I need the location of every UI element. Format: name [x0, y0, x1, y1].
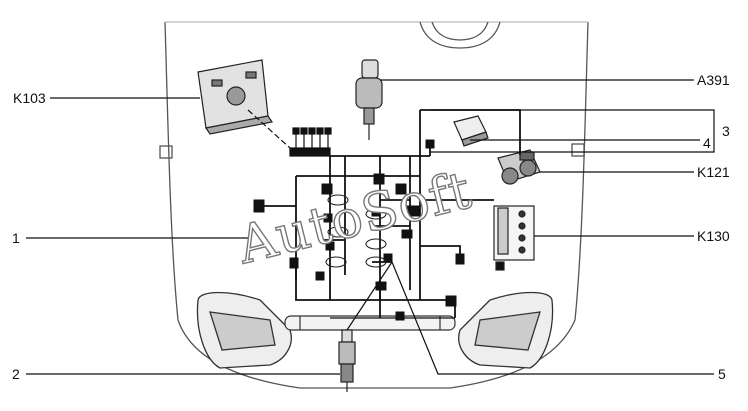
label-k121: K121 — [697, 164, 730, 180]
label-2: 2 — [12, 366, 20, 382]
top-hub — [419, 21, 501, 49]
label-a391: A391 — [697, 72, 730, 88]
vehicle-outline — [164, 21, 589, 389]
label-4: 4 — [703, 135, 711, 151]
k103-connector — [289, 127, 332, 157]
sensor-loops — [325, 194, 387, 268]
k121-relay — [497, 149, 541, 185]
a391-injector — [355, 59, 383, 140]
label-5: 5 — [718, 366, 726, 382]
callout-lines — [26, 79, 715, 375]
right-headlamp — [458, 291, 554, 369]
left-mirror-stub — [159, 145, 173, 159]
label-k103: K103 — [13, 90, 46, 106]
front-bumper — [284, 315, 456, 331]
label-k130: K130 — [697, 228, 730, 244]
spark-plug — [338, 329, 356, 392]
harness-connectors — [253, 139, 465, 321]
left-headlamp — [196, 291, 292, 369]
fuse-component — [453, 115, 489, 147]
label-3: 3 — [722, 123, 730, 139]
label-1: 1 — [12, 230, 20, 246]
wiring-harness — [260, 109, 521, 319]
k130-relay-box — [493, 205, 535, 271]
right-mirror-stub — [571, 143, 585, 157]
k103-control-unit — [197, 59, 273, 135]
